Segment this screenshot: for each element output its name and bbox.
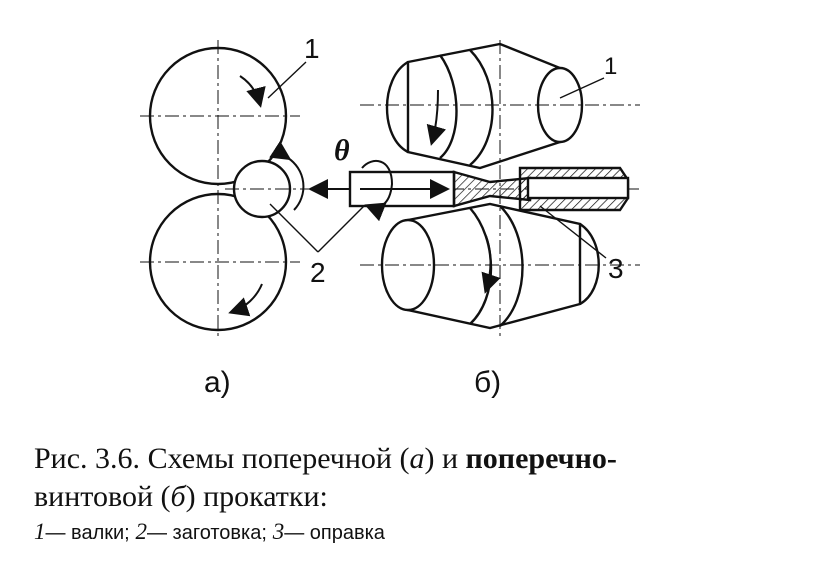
rotation-arrow-work-a xyxy=(269,140,305,211)
figure-caption: Рис. 3.6. Схемы поперечной (а) и попереч… xyxy=(34,440,804,516)
rotation-arrow-bottom-a xyxy=(228,283,263,317)
caption-text1: Схемы поперечной ( xyxy=(147,442,410,475)
caption-bold-word: поперечно- xyxy=(465,442,617,475)
legend-text-2: — заготовка; xyxy=(146,522,267,544)
rotation-arrow-top-a xyxy=(239,75,266,108)
caption-line2-text2: ) прокатки: xyxy=(185,480,328,513)
legend-num-1: 1 xyxy=(34,519,46,544)
label-num-1-right: 1 xyxy=(604,53,617,80)
caption-a: а xyxy=(409,442,425,475)
deformation-zone xyxy=(452,170,532,208)
rotation-arrow-bottom-b xyxy=(481,235,501,294)
label-a: а) xyxy=(204,366,231,399)
label-num-3: 3 xyxy=(608,253,624,284)
legend-num-2: 2 xyxy=(135,519,147,544)
figure-legend: 1— валки; 2— заготовка; 3— оправка xyxy=(34,518,804,547)
caption-prefix: Рис. 3.6. xyxy=(34,442,141,475)
legend-text-1: — валки; xyxy=(45,522,130,544)
rotation-arrow-top-b xyxy=(426,89,447,146)
caption-b: б xyxy=(170,480,186,513)
label-num-2: 2 xyxy=(310,257,326,288)
legend-text-3: — оправка xyxy=(284,522,385,544)
scheme-b xyxy=(300,40,640,340)
label-theta: θ xyxy=(334,134,350,167)
caption-line2-text1: винтовой ( xyxy=(34,480,171,513)
legend-num-3: 3 xyxy=(272,519,285,544)
scheme-a xyxy=(140,40,371,340)
caption-text2: ) и xyxy=(424,442,466,475)
label-num-1-left: 1 xyxy=(304,33,320,64)
rotation-arrow-work-b xyxy=(361,159,394,222)
label-b: б) xyxy=(474,366,501,399)
